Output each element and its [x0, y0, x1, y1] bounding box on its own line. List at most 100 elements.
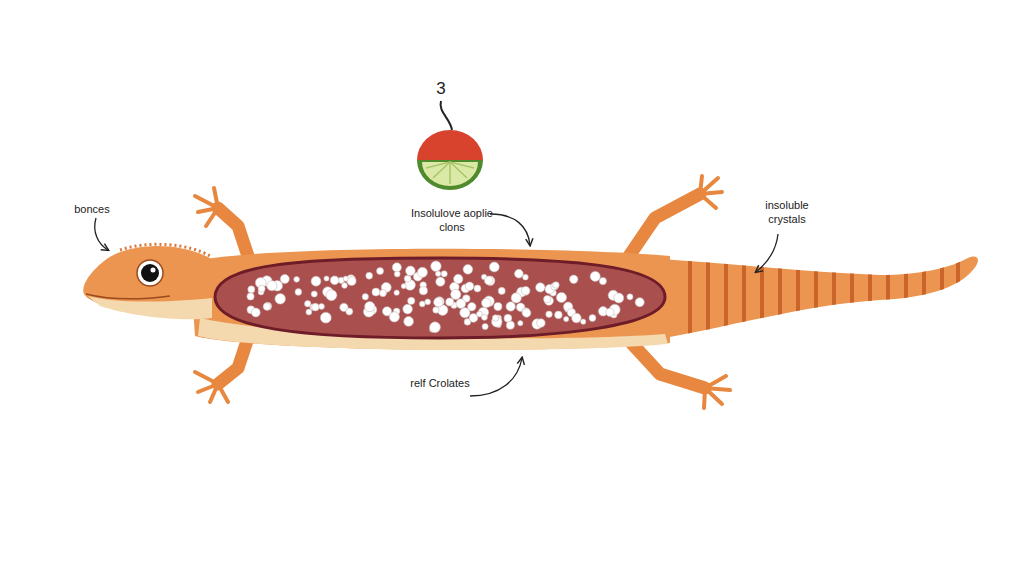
crystal-dot	[372, 288, 380, 296]
crystal-dot	[518, 321, 523, 326]
crystal-dot	[456, 299, 466, 309]
crystals	[247, 261, 644, 333]
crystal-dot	[599, 277, 606, 284]
body	[190, 249, 670, 350]
crystal-dot	[401, 284, 406, 289]
crystal-dot	[312, 303, 320, 311]
crystal-dot	[326, 290, 337, 301]
crystal-dot	[546, 311, 552, 317]
leader-arrows	[95, 214, 778, 396]
crystal-dot	[264, 302, 272, 310]
crystal-dot	[346, 308, 353, 315]
crystal-dot	[544, 295, 551, 302]
crystal-dot	[263, 303, 270, 310]
crystal-dot	[406, 266, 416, 276]
crystal-dot	[342, 283, 348, 289]
part-label: bonces	[74, 202, 109, 216]
crystal-dot	[311, 276, 321, 286]
crystal-dot	[465, 282, 474, 291]
crystal-dot	[494, 303, 502, 311]
crystal-dot	[489, 262, 499, 272]
crystal-dot	[404, 317, 414, 327]
crystal-dot	[481, 314, 487, 320]
crystal-dot	[590, 271, 600, 281]
crystal-dot	[408, 297, 415, 304]
crystal-dot	[311, 291, 317, 297]
crystal-dot	[430, 322, 441, 333]
crystal-dot	[320, 312, 331, 323]
part-label: Insolulove aoplie clons	[411, 206, 493, 235]
crystal-dot	[454, 274, 463, 283]
crystal-dot	[521, 286, 530, 295]
crystal-dot	[537, 319, 545, 327]
part-label: insoluble crystals	[751, 198, 823, 227]
crystal-dot	[469, 314, 478, 323]
crystal-dot	[417, 267, 427, 277]
apple-icon	[417, 101, 483, 190]
crystal-dot	[306, 309, 312, 315]
crystal-dot	[589, 315, 596, 322]
crystal-dot	[627, 294, 633, 300]
crystal-dot	[425, 299, 431, 305]
crystal-dot	[392, 263, 401, 272]
crystal-dot	[570, 275, 578, 283]
crystal-dot	[553, 282, 560, 289]
crystal-dot	[484, 276, 492, 284]
crystal-dot	[275, 294, 286, 305]
crystal-dot	[492, 315, 498, 321]
crystal-dot	[305, 301, 311, 307]
label-holder: insoluble crystals	[751, 198, 823, 227]
crystal-dot	[433, 307, 439, 313]
crystal-dot	[258, 285, 265, 292]
crystal-dot	[451, 289, 461, 299]
crystal-dot	[251, 308, 260, 317]
crystal-dot	[536, 283, 545, 292]
crystal-dot	[436, 277, 445, 286]
crystal-dot	[366, 272, 373, 279]
crystal-dot	[506, 302, 515, 311]
crystal-dot	[474, 285, 481, 292]
crystal-dot	[431, 261, 441, 271]
crystal-dot	[389, 312, 399, 322]
crystal-dot	[247, 293, 254, 300]
crystal-dot	[403, 304, 413, 314]
crystal-dot	[635, 298, 644, 307]
crystal-dot	[556, 292, 566, 302]
crystal-dot	[522, 309, 531, 318]
crystal-dot	[435, 297, 445, 307]
crystal-dot	[441, 271, 447, 277]
head	[83, 244, 212, 319]
crystal-dot	[394, 290, 399, 295]
crystal-dot	[248, 286, 255, 293]
body-cavity	[215, 258, 665, 338]
crystal-dot	[362, 294, 368, 300]
crystal-dot	[419, 287, 427, 295]
label-holder: 3	[426, 78, 456, 100]
crystal-dot	[514, 269, 523, 278]
crystal-dot	[394, 271, 400, 277]
crystal-dot	[614, 293, 624, 303]
crystal-dot	[419, 301, 425, 307]
callout-number: 3	[436, 78, 445, 100]
crystal-dot	[404, 275, 411, 282]
crystal-dot	[544, 296, 553, 305]
crystal-dot	[435, 271, 440, 276]
crystal-dot	[294, 277, 300, 283]
label-holder: relf Crolates	[409, 373, 471, 391]
crystal-dot	[564, 316, 569, 321]
legs	[195, 176, 730, 408]
label-holder: Insolulove aoplie clons	[411, 206, 493, 235]
crystal-dot	[511, 293, 521, 303]
crystal-dot	[606, 308, 614, 316]
crystal-dot	[572, 313, 582, 323]
crystal-dot	[330, 276, 339, 285]
crystal-dot	[434, 298, 443, 307]
crystal-dot	[365, 301, 375, 311]
label-holder: bonces	[62, 199, 122, 217]
crystal-dot	[295, 289, 302, 296]
crystal-dot	[555, 311, 563, 319]
crystal-dot	[324, 276, 329, 281]
crystal-dot	[280, 274, 289, 283]
